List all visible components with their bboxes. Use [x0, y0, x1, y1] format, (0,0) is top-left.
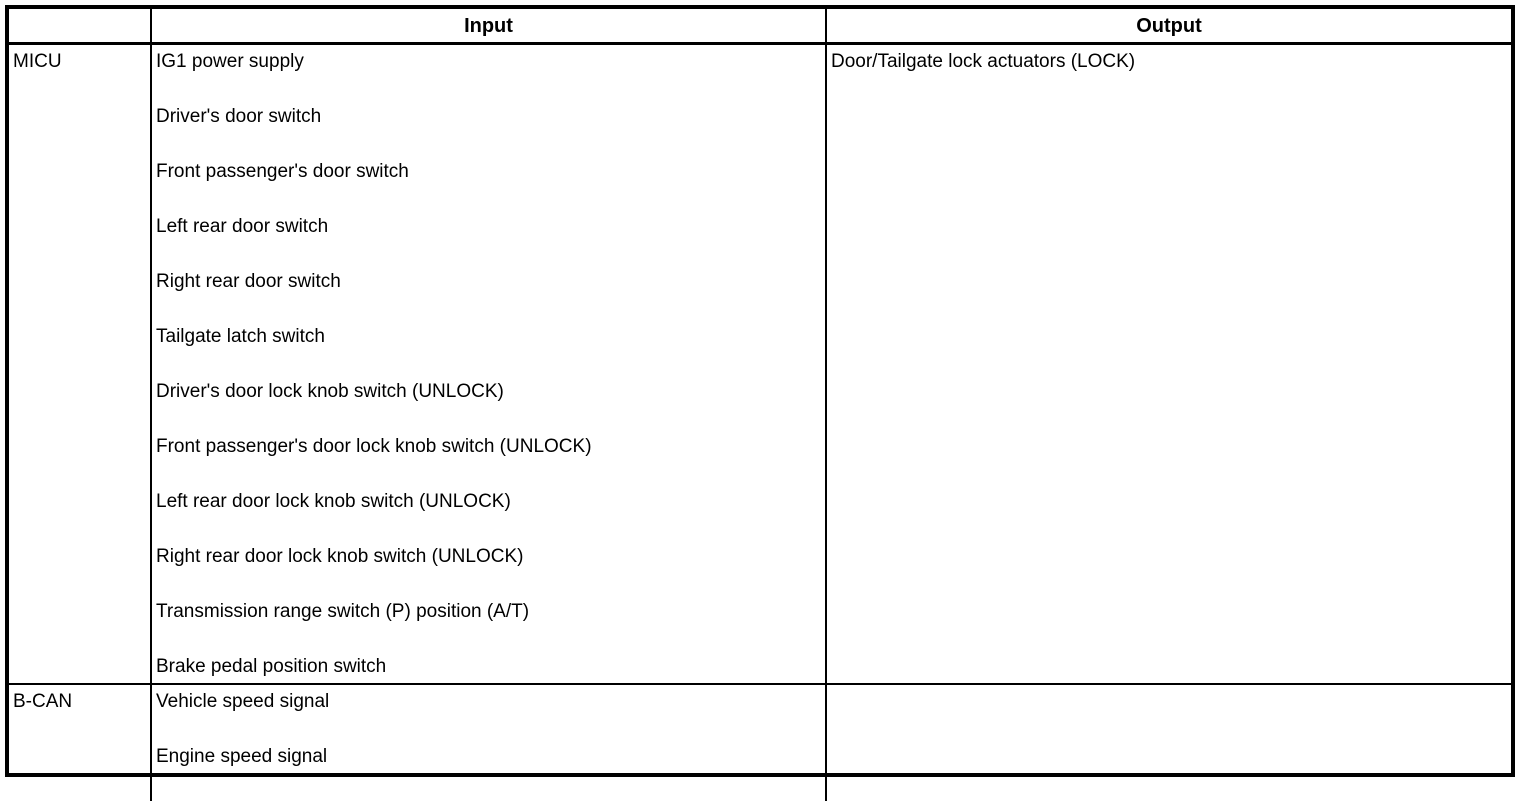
input-cell-bcan: Vehicle speed signal Engine speed signal	[150, 685, 825, 801]
list-item: IG1 power supply	[156, 51, 304, 72]
source-label-micu: MICU	[13, 51, 62, 72]
source-label-bcan: B-CAN	[13, 691, 73, 712]
list-item: Driver's door switch	[156, 106, 322, 127]
list-item: Vehicle speed signal	[156, 691, 330, 712]
input-output-table: Input Output MICU IG1 power supply Drive…	[5, 5, 1515, 801]
header-input-label: Input	[464, 14, 513, 37]
source-cell-micu: MICU	[9, 45, 150, 683]
list-item: Engine speed signal	[156, 746, 328, 767]
source-cell-bcan: B-CAN	[9, 685, 150, 801]
header-cell-source	[9, 9, 150, 42]
output-cell-bcan	[825, 685, 1511, 801]
list-item: Door/Tailgate lock actuators (LOCK)	[831, 51, 1136, 72]
list-item: Left rear door lock knob switch (UNLOCK)	[156, 491, 511, 512]
list-item: Left rear door switch	[156, 216, 329, 237]
header-output-label: Output	[1136, 14, 1202, 37]
table-header-row: Input Output	[9, 9, 1511, 45]
input-cell-micu: IG1 power supply Driver's door switch Fr…	[150, 45, 825, 683]
list-item: Right rear door switch	[156, 271, 341, 292]
list-item: Front passenger's door switch	[156, 161, 409, 182]
header-cell-input: Input	[150, 9, 825, 42]
list-item: Tailgate latch switch	[156, 326, 325, 347]
list-item: Brake pedal position switch	[156, 656, 387, 677]
list-item: Right rear door lock knob switch (UNLOCK…	[156, 546, 524, 567]
list-item: Front passenger's door lock knob switch …	[156, 436, 592, 457]
header-cell-output: Output	[825, 9, 1511, 42]
table-row-bcan: B-CAN Vehicle speed signal Engine speed …	[9, 685, 1511, 801]
list-item: Transmission range switch (P) position (…	[156, 601, 530, 622]
table-row-micu: MICU IG1 power supply Driver's door swit…	[9, 45, 1511, 685]
list-item: Driver's door lock knob switch (UNLOCK)	[156, 381, 504, 402]
output-cell-micu: Door/Tailgate lock actuators (LOCK)	[825, 45, 1511, 683]
